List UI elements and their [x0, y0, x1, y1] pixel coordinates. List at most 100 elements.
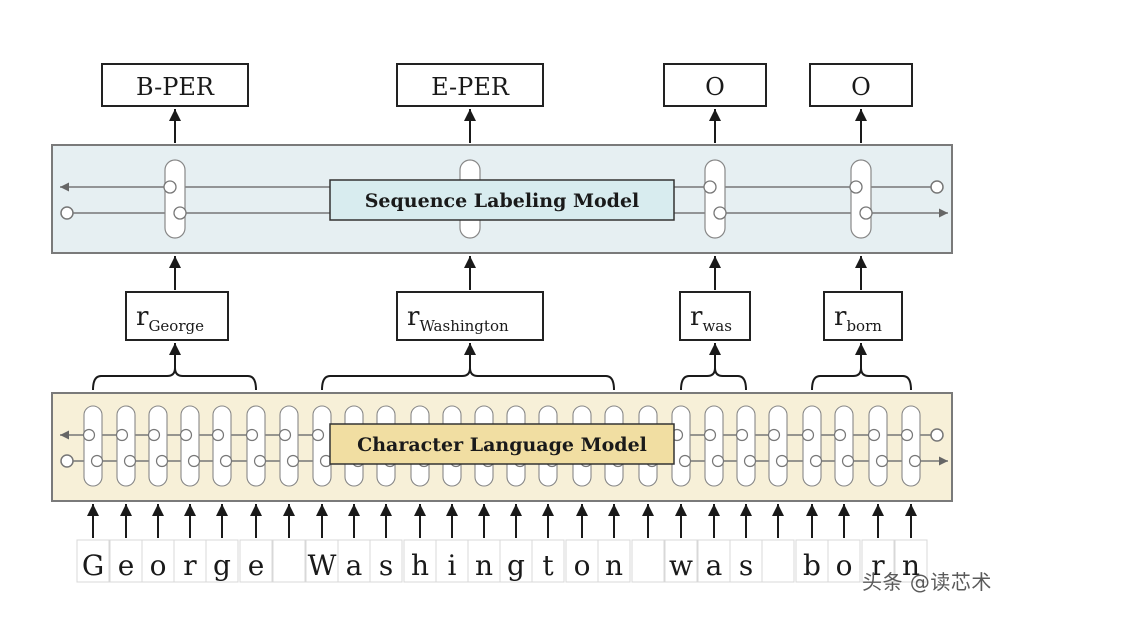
character-cell: s	[729, 539, 763, 583]
character-glyph: o	[150, 549, 167, 582]
svg-text:rwas: rwas	[690, 302, 732, 335]
character-glyph: e	[118, 549, 135, 582]
word-braces	[92, 367, 912, 391]
rep-symbol: r	[407, 302, 420, 332]
rep-symbol: r	[690, 302, 703, 332]
character-glyph: g	[213, 549, 231, 582]
character-glyph: a	[346, 549, 363, 582]
rnn-init-node	[930, 180, 944, 194]
character-cell	[272, 539, 306, 583]
character-cell	[631, 539, 665, 583]
character-glyph: o	[836, 549, 853, 582]
character-glyph: w	[669, 549, 693, 582]
char-model-label: Character Language Model	[357, 434, 647, 456]
character-cell: G	[76, 539, 110, 583]
char-rnn-cell	[833, 405, 855, 487]
char-rnn-cell	[703, 405, 725, 487]
word-brace	[811, 367, 912, 391]
char-rnn-cell	[115, 405, 137, 487]
char-rnn-cell	[311, 405, 333, 487]
character-glyph: i	[448, 549, 457, 582]
char-rnn-cell	[900, 405, 922, 487]
character-cell: n	[894, 539, 928, 583]
connection-arrows	[87, 109, 917, 538]
character-glyph: n	[902, 549, 920, 582]
rep-subscript: George	[148, 317, 204, 335]
character-cell: o	[827, 539, 861, 583]
character-cell: a	[697, 539, 731, 583]
output-label: B-PER	[136, 73, 215, 101]
rep-symbol: r	[136, 302, 149, 332]
watermark: 头条 @读芯术	[862, 570, 992, 594]
character-cell: o	[565, 539, 599, 583]
character-glyph: g	[507, 549, 525, 582]
svg-text:rGeorge: rGeorge	[136, 302, 204, 335]
character-glyph: W	[308, 549, 337, 582]
char-model-box	[329, 423, 675, 465]
character-cell: r	[173, 539, 207, 583]
output-label-box: E-PER	[396, 63, 544, 107]
character-cell: h	[403, 539, 437, 583]
character-cell: s	[369, 539, 403, 583]
char-rnn-cell	[82, 405, 104, 487]
character-cell: g	[499, 539, 533, 583]
char-rnn-cell	[278, 405, 300, 487]
output-label-box: O	[663, 63, 767, 107]
character-glyph: r	[871, 549, 885, 582]
character-cell: e	[239, 539, 273, 583]
character-glyph: b	[803, 549, 821, 582]
char-rnn-cell	[211, 405, 233, 487]
sequence-model-box	[329, 179, 675, 221]
character-glyph: o	[574, 549, 591, 582]
character-glyph: n	[475, 549, 493, 582]
word-brace	[92, 367, 257, 391]
character-glyph: s	[379, 549, 393, 582]
character-glyph: s	[739, 549, 753, 582]
word-brace	[680, 367, 747, 391]
character-cell: r	[861, 539, 895, 583]
character-cell: n	[467, 539, 501, 583]
word-representation-box: rWashington	[396, 291, 544, 341]
character-glyph: n	[605, 549, 623, 582]
char-rnn-cell	[735, 405, 757, 487]
rnn-cell	[163, 159, 187, 239]
char-rnn-cell	[867, 405, 889, 487]
word-representation-box: rGeorge	[125, 291, 229, 341]
output-label-box: O	[809, 63, 913, 107]
output-label: E-PER	[431, 73, 510, 101]
word-representation-box: rwas	[679, 291, 751, 341]
svg-text:rborn: rborn	[834, 302, 882, 335]
svg-text:rWashington: rWashington	[407, 302, 509, 335]
rep-subscript: Washington	[419, 317, 509, 335]
character-cell: W	[305, 539, 339, 583]
output-label: O	[705, 73, 725, 101]
character-cell: g	[205, 539, 239, 583]
rnn-init-node	[60, 454, 74, 468]
character-cell: e	[109, 539, 143, 583]
char-rnn-cell	[245, 405, 267, 487]
rep-subscript: born	[846, 317, 882, 335]
rep-subscript: was	[702, 317, 731, 335]
character-glyph: t	[542, 549, 554, 582]
character-glyph: h	[411, 549, 429, 582]
rnn-init-node	[930, 428, 944, 442]
character-cell: n	[597, 539, 631, 583]
char-rnn-cell	[801, 405, 823, 487]
character-glyph: a	[706, 549, 723, 582]
output-label: O	[851, 73, 871, 101]
character-glyph: r	[183, 549, 197, 582]
character-cell: t	[531, 539, 565, 583]
char-rnn-cell	[767, 405, 789, 487]
character-cell: o	[141, 539, 175, 583]
character-glyph: G	[82, 549, 104, 582]
rnn-cell	[849, 159, 873, 239]
output-label-box: B-PER	[101, 63, 249, 107]
character-cell: w	[664, 539, 698, 583]
sequence-model-label: Sequence Labeling Model	[365, 190, 640, 212]
character-glyph: e	[248, 549, 265, 582]
rnn-init-node	[60, 206, 74, 220]
rep-symbol: r	[834, 302, 847, 332]
word-brace	[321, 367, 615, 391]
